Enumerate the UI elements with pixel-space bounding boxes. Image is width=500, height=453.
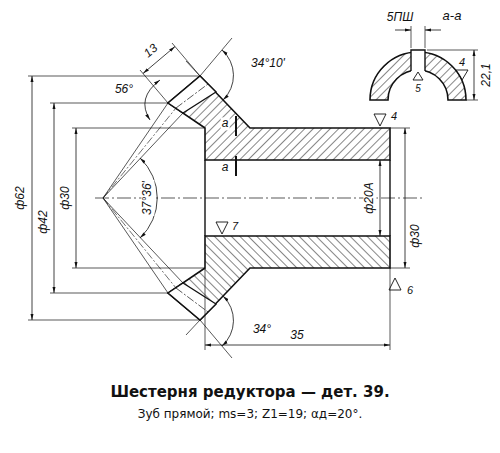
drawing-title: Шестерня редуктора — дет. 39. [110, 383, 389, 401]
extension-line [72, 128, 205, 129]
extension-line [205, 268, 206, 350]
gear-half-section [28, 38, 410, 198]
extension-line [172, 43, 200, 76]
hatched-section [168, 76, 390, 160]
dimension-value: 35 [289, 329, 304, 342]
dimension-line [54, 103, 55, 293]
roughness-value: 4 [390, 110, 398, 122]
extension-line [411, 26, 412, 48]
angle-value: 34° [252, 323, 272, 336]
roughness-symbol [413, 72, 423, 80]
roughness-symbol [374, 114, 386, 126]
dimension-value: 13 [141, 41, 161, 61]
section-label: а-а [442, 9, 463, 23]
roughness-value: 4 [458, 56, 466, 68]
dimension-line [425, 30, 441, 31]
extension-line [28, 76, 200, 77]
dimension-value: ф20А [363, 181, 376, 214]
bore-edge [389, 160, 390, 236]
extension-line [427, 50, 478, 51]
angle-value: 34°10' [250, 57, 286, 70]
dimension-value: 22,1 [480, 62, 493, 87]
roughness-value: 7 [231, 220, 239, 232]
dimension-line [205, 345, 390, 346]
dimension-value: ф30 [59, 185, 72, 210]
section-mark: а [221, 161, 230, 174]
dimension-value: ф30 [409, 223, 422, 248]
section-view [370, 26, 478, 100]
extension-line [466, 100, 478, 101]
angle-value: 37°36' [141, 180, 154, 216]
extension-line [425, 26, 426, 48]
pitch-line [176, 84, 208, 108]
angle-arc [222, 50, 233, 100]
fit-dimension: 5ПШ [386, 11, 414, 24]
dimension-lines [32, 43, 422, 350]
dimension-line [76, 128, 77, 268]
tooth-profile [168, 76, 216, 113]
section-cut-mark [235, 116, 237, 136]
section-mark: а [221, 117, 230, 130]
section-cut-mark [235, 156, 237, 176]
angle-arc [140, 158, 157, 238]
roughness-value: 6 [406, 284, 414, 296]
keyway [411, 50, 425, 72]
extension-line [200, 38, 232, 76]
roughness-symbol [389, 278, 401, 290]
extension-line [140, 70, 168, 103]
dimension-line [474, 50, 475, 100]
dimension-line [405, 128, 406, 268]
dimension-line [32, 76, 33, 320]
keyway-outline [411, 50, 425, 71]
dimension-value: ф62 [14, 185, 27, 210]
drawing-caption: Зуб прямой; ms=3; Z1=19; αд=20°. [138, 407, 363, 421]
extension-line [390, 128, 410, 129]
roughness-value: 5 [414, 83, 422, 94]
pitch-cone-line [103, 108, 176, 198]
roughness-symbol [216, 222, 228, 234]
roughness-symbol [456, 70, 468, 80]
gear-half-section-mirror [28, 198, 410, 358]
extension-line [50, 103, 168, 104]
angle-value: 56° [114, 83, 134, 96]
extension-line [390, 268, 391, 350]
dimension-line [380, 160, 381, 236]
dimension-value: ф42 [37, 209, 50, 234]
tip-cone-line [103, 103, 168, 198]
bore-edge [204, 160, 205, 236]
angle-arc [145, 80, 160, 120]
dimension-line [395, 30, 411, 31]
